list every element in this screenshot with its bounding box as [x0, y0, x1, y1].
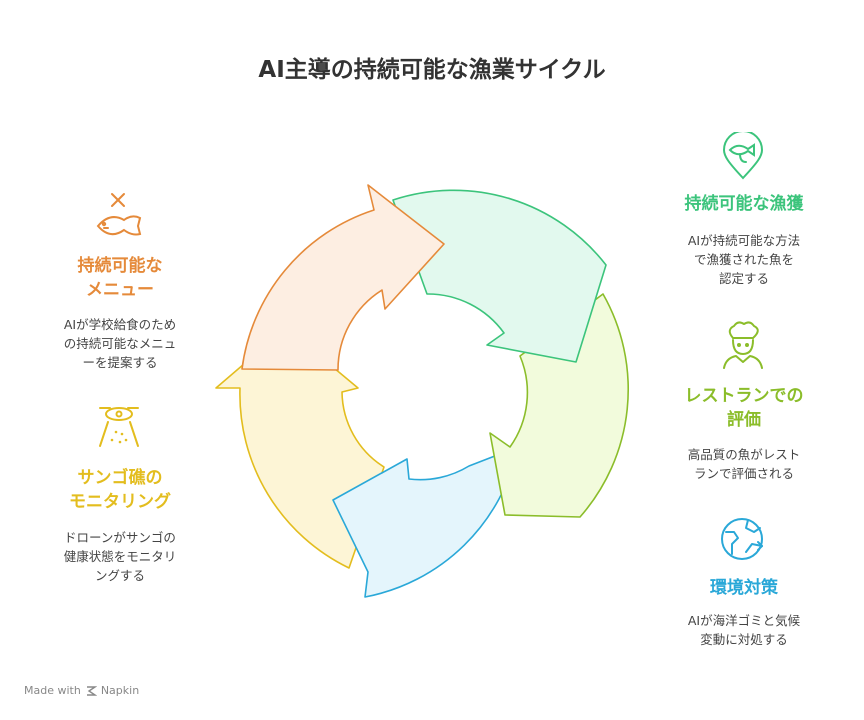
desc-line: ドローンがサンゴの	[64, 530, 176, 545]
cycle-segment-green	[392, 189, 607, 363]
heading-line: 持続可能な	[77, 256, 163, 276]
desc-sustainable-catch: AIが持続可能な方法 で漁獲された魚を 認定する	[664, 231, 824, 288]
heading-line: モニタリング	[69, 492, 171, 512]
desc-line: 認定する	[718, 271, 769, 286]
heading-restaurant-evaluation: レストランでの 評価	[664, 384, 824, 432]
desc-line: AIが海洋ゴミと気候	[687, 613, 801, 628]
heading-coral-monitoring: サンゴ礁の モニタリング	[40, 466, 200, 514]
fish-skeleton-icon	[96, 193, 142, 236]
desc-line: で漁獲された魚を	[693, 252, 794, 267]
desc-line: ランで評価される	[693, 466, 794, 481]
cycle-segment-lime	[489, 293, 629, 518]
desc-line: 高品質の魚がレスト	[687, 447, 801, 462]
heading-line: 持続可能な漁獲	[684, 194, 804, 214]
desc-line: の持続可能なメニュ	[63, 336, 177, 351]
desc-sustainable-menu: AIが学校給食のため の持続可能なメニュ ーを提案する	[40, 315, 200, 372]
footer-credit: Made with Napkin	[24, 684, 139, 697]
heading-line: 評価	[727, 410, 761, 430]
napkin-logo-icon	[86, 685, 97, 696]
desc-line: ングする	[94, 568, 145, 583]
heading-environmental-measures: 環境対策	[664, 576, 824, 600]
desc-restaurant-evaluation: 高品質の魚がレスト ランで評価される	[664, 445, 824, 483]
heading-line: サンゴ礁の	[77, 468, 163, 488]
chef-icon	[723, 321, 763, 369]
desc-line: ーを提案する	[82, 355, 158, 370]
page-title: AI主導の持続可能な漁業サイクル	[258, 57, 606, 83]
drone-icon	[99, 407, 139, 447]
globe-arrows-icon	[721, 518, 763, 560]
heading-sustainable-catch: 持続可能な漁獲	[664, 192, 824, 216]
cycle-segment-orange	[241, 184, 445, 371]
heading-line: 環境対策	[710, 578, 778, 598]
cycle-segment-blue	[332, 446, 519, 598]
desc-line: AIが学校給食のため	[63, 317, 177, 332]
heading-line: レストランでの	[684, 386, 804, 406]
heading-sustainable-menu: 持続可能な メニュー	[40, 254, 200, 302]
desc-line: 変動に対処する	[700, 632, 788, 647]
footer-prefix: Made with	[24, 684, 81, 697]
desc-line: 健康状態をモニタリ	[63, 549, 177, 564]
heading-line: メニュー	[86, 280, 154, 300]
desc-line: AIが持続可能な方法	[687, 233, 801, 248]
desc-environmental-measures: AIが海洋ゴミと気候 変動に対処する	[664, 611, 824, 649]
fish-location-pin-icon	[722, 132, 764, 180]
footer-brand: Napkin	[100, 684, 140, 697]
desc-coral-monitoring: ドローンがサンゴの 健康状態をモニタリ ングする	[40, 528, 200, 585]
